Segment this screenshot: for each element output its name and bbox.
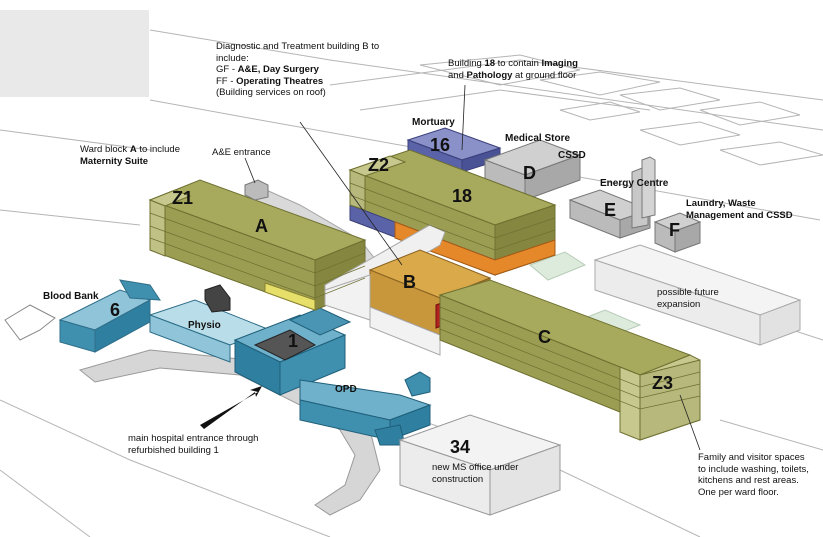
building-6 <box>58 279 161 353</box>
label-opd: OPD <box>335 384 357 395</box>
label-6: 6 <box>110 300 121 320</box>
label-1: 1 <box>288 331 299 351</box>
label-34: 34 <box>450 437 471 457</box>
label-ae-entrance: A&E entrance <box>212 147 271 158</box>
ae-kiosk <box>244 179 269 201</box>
label-z1: Z1 <box>172 188 194 208</box>
building-1-opd <box>233 307 432 446</box>
annotation-future-expansion: possible future expansion <box>657 287 719 310</box>
label-cssd: CSSD <box>558 150 586 161</box>
label-a: A <box>255 216 268 236</box>
label-e: E <box>604 200 617 220</box>
label-16: 16 <box>430 135 451 155</box>
site-outlines <box>0 29 823 537</box>
label-physio: Physio <box>188 320 221 331</box>
future-expansion <box>593 244 802 346</box>
label-mortuary: Mortuary <box>412 117 455 128</box>
dark-structure <box>204 284 231 313</box>
building-f <box>653 212 702 253</box>
label-medical-store: Medical Store <box>505 133 571 144</box>
label-18: 18 <box>452 186 473 206</box>
blood-bank-outline <box>4 304 56 341</box>
label-c: C <box>538 327 551 347</box>
building-e <box>568 156 656 239</box>
redacted-area <box>0 10 149 97</box>
floor-lines <box>149 182 701 410</box>
label-blood-bank: Blood Bank <box>43 291 99 302</box>
annotation-family-spaces: Family and visitor spaces to include was… <box>698 452 809 498</box>
building-physio <box>148 299 272 363</box>
annotation-building-b: Diagnostic and Treatment building B to i… <box>216 41 380 98</box>
annotation-ward-block-a: Ward block A to include Maternity Suite <box>80 144 180 167</box>
green-space-1 <box>529 251 587 281</box>
annotation-building-18: Building 18 to contain Imaging and Patho… <box>448 58 578 81</box>
annotation-laundry: Laundry, Waste Management and CSSD <box>686 198 793 221</box>
annotation-main-entrance: main hospital entrance through refurbish… <box>128 433 259 456</box>
annotation-ms-office: new MS office under construction <box>432 462 519 485</box>
label-b: B <box>403 272 416 292</box>
label-f: F <box>669 220 680 240</box>
building-34 <box>398 414 562 516</box>
label-z2: Z2 <box>368 155 390 175</box>
label-z3: Z3 <box>652 373 674 393</box>
building-16 <box>406 127 502 173</box>
entrance-arrow <box>200 386 262 429</box>
leader-lines <box>244 84 701 451</box>
label-energy-centre: Energy Centre <box>600 178 669 189</box>
label-d: D <box>523 163 536 183</box>
